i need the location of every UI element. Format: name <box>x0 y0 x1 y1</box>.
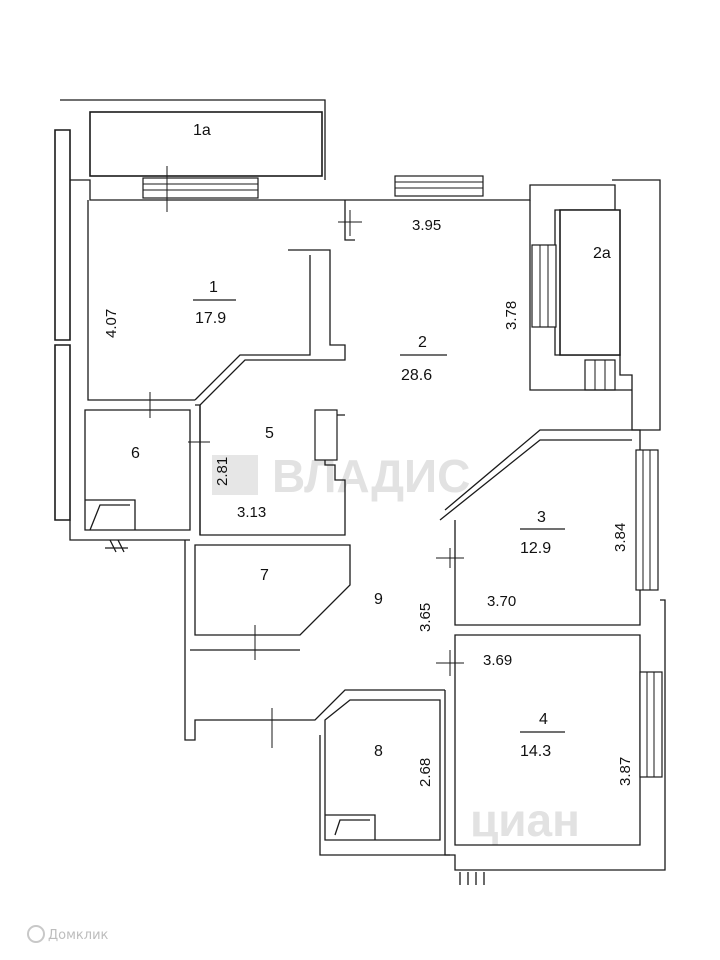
room-3-dim-bottom: 3.70 <box>487 593 516 610</box>
room-6-label: 6 <box>131 445 140 462</box>
room-8-outline <box>324 699 441 841</box>
room-4-label: 4 <box>539 711 548 728</box>
room-3-dim-side: 3.84 <box>612 523 629 552</box>
room-5-label: 5 <box>265 425 274 442</box>
room-6-bottom-wall <box>69 520 190 541</box>
room-5-closet <box>314 409 338 461</box>
room-6-shaft <box>85 499 136 531</box>
room-9-bottom-wall <box>184 540 445 741</box>
room-3-window <box>635 449 659 591</box>
room-4-dim-top: 3.69 <box>483 652 512 669</box>
domclick-watermark-text: Домклик <box>48 928 109 943</box>
room-4-area: 14.3 <box>520 743 551 760</box>
room-9-label: 9 <box>374 591 383 608</box>
room-8-dim-side: 2.68 <box>417 758 434 787</box>
room-8-label: 8 <box>374 743 383 760</box>
top-window-left <box>142 166 259 212</box>
room-8-shaft <box>325 814 376 840</box>
room-4-outline <box>454 634 641 846</box>
watermark-vladis: ВЛАДИС <box>212 450 470 502</box>
room-9-dim-side: 3.65 <box>417 603 434 632</box>
room-1a-label: 1a <box>193 122 211 139</box>
room-7-outline <box>194 544 351 636</box>
room-2-dim-right: 3.78 <box>503 301 520 330</box>
room-1-inner-wall <box>194 255 311 401</box>
room-2-area: 28.6 <box>401 367 432 384</box>
room-3-label: 3 <box>537 509 546 526</box>
room-1-dim: 4.07 <box>103 309 120 338</box>
room-1-area: 17.9 <box>195 310 226 327</box>
room-3-outline <box>444 429 641 626</box>
room-4-dim-side: 3.87 <box>617 757 634 786</box>
room-6-outline <box>84 409 191 531</box>
room-1-label: 1 <box>209 279 218 296</box>
room-5-dim-side: 2.81 <box>214 457 231 486</box>
top-window-right <box>394 175 484 197</box>
room-3-area: 12.9 <box>520 540 551 557</box>
room-3-inner-wall <box>439 439 632 521</box>
room-5-dim-bottom: 3.13 <box>237 504 266 521</box>
domclick-logo-icon <box>27 925 45 943</box>
vladis-watermark-text: ВЛАДИС <box>272 450 470 502</box>
room-2-right-window <box>531 244 557 328</box>
left-wall-lower <box>54 344 71 521</box>
room-1-top-right-wall <box>344 200 355 241</box>
left-wall-upper <box>54 129 71 341</box>
domclick-watermark: Домклик <box>27 925 109 943</box>
balcony-1a-outline <box>60 99 326 180</box>
room-7-label: 7 <box>260 567 269 584</box>
bottom-vent-marks <box>459 872 485 885</box>
room-2-right-wall <box>529 200 632 391</box>
cian-watermark-text: циан <box>470 794 580 846</box>
room-2-label: 2 <box>418 334 427 351</box>
room-1-2-partition <box>199 249 346 535</box>
room-1-wall <box>87 200 195 401</box>
balcony-2a <box>559 209 621 356</box>
room-2a-label: 2a <box>593 245 611 262</box>
room-8-outer-wall <box>319 735 450 856</box>
room-2-lower-window <box>584 359 616 391</box>
balcony-1a <box>89 111 323 177</box>
vladis-logo-icon <box>212 455 258 495</box>
room-6-vent <box>105 539 128 553</box>
room-2-dim-top: 3.95 <box>412 217 441 234</box>
room-4-window <box>639 671 663 778</box>
room-4-outer-wall <box>444 599 666 871</box>
